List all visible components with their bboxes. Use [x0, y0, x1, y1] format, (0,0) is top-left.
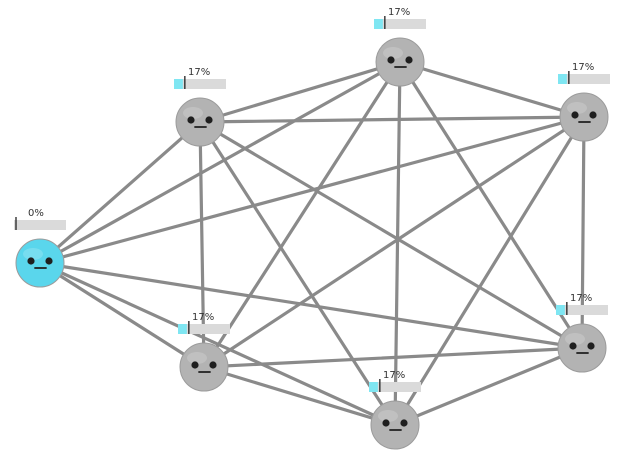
node-b-progress-track [174, 79, 226, 89]
node-g-progress-fill [178, 324, 187, 334]
edge-b-c [198, 60, 402, 124]
edge-a-c [38, 60, 402, 265]
node-a[interactable]: 0% [14, 208, 66, 288]
edge-c-f [393, 60, 402, 427]
right-eye-icon [587, 342, 595, 350]
neutral-face-icon [27, 257, 53, 269]
left-eye-icon [187, 116, 195, 124]
node-e-progress-track [556, 305, 608, 315]
node-c-progress-track [374, 19, 426, 29]
node-e-body[interactable] [557, 323, 607, 373]
left-eye-icon [191, 361, 199, 369]
left-eye-icon [382, 419, 390, 427]
node-a-highlight [23, 248, 43, 260]
node-a-percent-label: 0% [28, 208, 44, 219]
node-e-progress-fill [556, 305, 565, 315]
right-eye-icon [405, 56, 413, 64]
node-g-percent-label: 17% [192, 312, 214, 323]
right-eye-icon [400, 419, 408, 427]
node-c-body[interactable] [375, 37, 425, 87]
edge-c-d [398, 60, 586, 119]
edge-a-b [38, 120, 202, 265]
node-a-progress-track [14, 220, 66, 230]
node-d-highlight [567, 102, 587, 114]
node-e-percent-label: 17% [570, 293, 592, 304]
right-eye-icon [205, 116, 213, 124]
node-b-highlight [183, 107, 203, 119]
node-b[interactable]: 17% [174, 67, 226, 147]
edge-a-g [38, 261, 206, 369]
edge-e-g [202, 346, 584, 369]
left-eye-icon [387, 56, 395, 64]
node-d-progress-fill [558, 74, 567, 84]
node-b-percent-label: 17% [188, 67, 210, 78]
edge-d-f [393, 115, 586, 427]
edge-c-g [202, 60, 402, 369]
node-g-body[interactable] [179, 342, 229, 392]
left-eye-icon [27, 257, 35, 265]
node-c-highlight [383, 47, 403, 59]
neutral-face-icon [187, 116, 213, 128]
node-e-highlight [565, 333, 585, 345]
edge-a-e [38, 261, 584, 350]
right-eye-icon [589, 111, 597, 119]
node-b-progress-fill [174, 79, 183, 89]
node-f-body[interactable] [370, 400, 420, 450]
node-e[interactable]: 17% [556, 293, 608, 373]
node-c[interactable]: 17% [374, 7, 426, 87]
node-d[interactable]: 17% [558, 62, 610, 142]
node-a-body[interactable] [15, 238, 65, 288]
node-f-percent-label: 17% [383, 370, 405, 381]
neutral-face-icon [191, 361, 217, 373]
node-f-progress-fill [369, 382, 378, 392]
edge-f-g [202, 365, 397, 427]
edges-layer [38, 60, 586, 427]
node-f[interactable]: 17% [369, 370, 421, 450]
node-g[interactable]: 17% [178, 312, 230, 392]
neutral-face-icon [382, 419, 408, 431]
nodes-layer: 0% 17% 17% 17% 17% 17% 17% [14, 7, 610, 450]
node-d-percent-label: 17% [572, 62, 594, 73]
right-eye-icon [45, 257, 53, 265]
node-f-progress-track [369, 382, 421, 392]
node-f-highlight [378, 410, 398, 422]
edge-b-e [198, 120, 584, 350]
edge-e-f [393, 346, 584, 427]
node-c-percent-label: 17% [388, 7, 410, 18]
edge-b-f [198, 120, 397, 427]
node-g-progress-track [178, 324, 230, 334]
node-c-progress-fill [374, 19, 383, 29]
neutral-face-icon [569, 342, 595, 354]
edge-b-d [198, 115, 586, 124]
node-g-highlight [187, 352, 207, 364]
left-eye-icon [571, 111, 579, 119]
edge-d-g [202, 115, 586, 369]
neutral-face-icon [387, 56, 413, 68]
node-b-body[interactable] [175, 97, 225, 147]
node-d-progress-track [558, 74, 610, 84]
neutral-face-icon [571, 111, 597, 123]
edge-c-e [398, 60, 584, 350]
node-d-body[interactable] [559, 92, 609, 142]
right-eye-icon [209, 361, 217, 369]
left-eye-icon [569, 342, 577, 350]
